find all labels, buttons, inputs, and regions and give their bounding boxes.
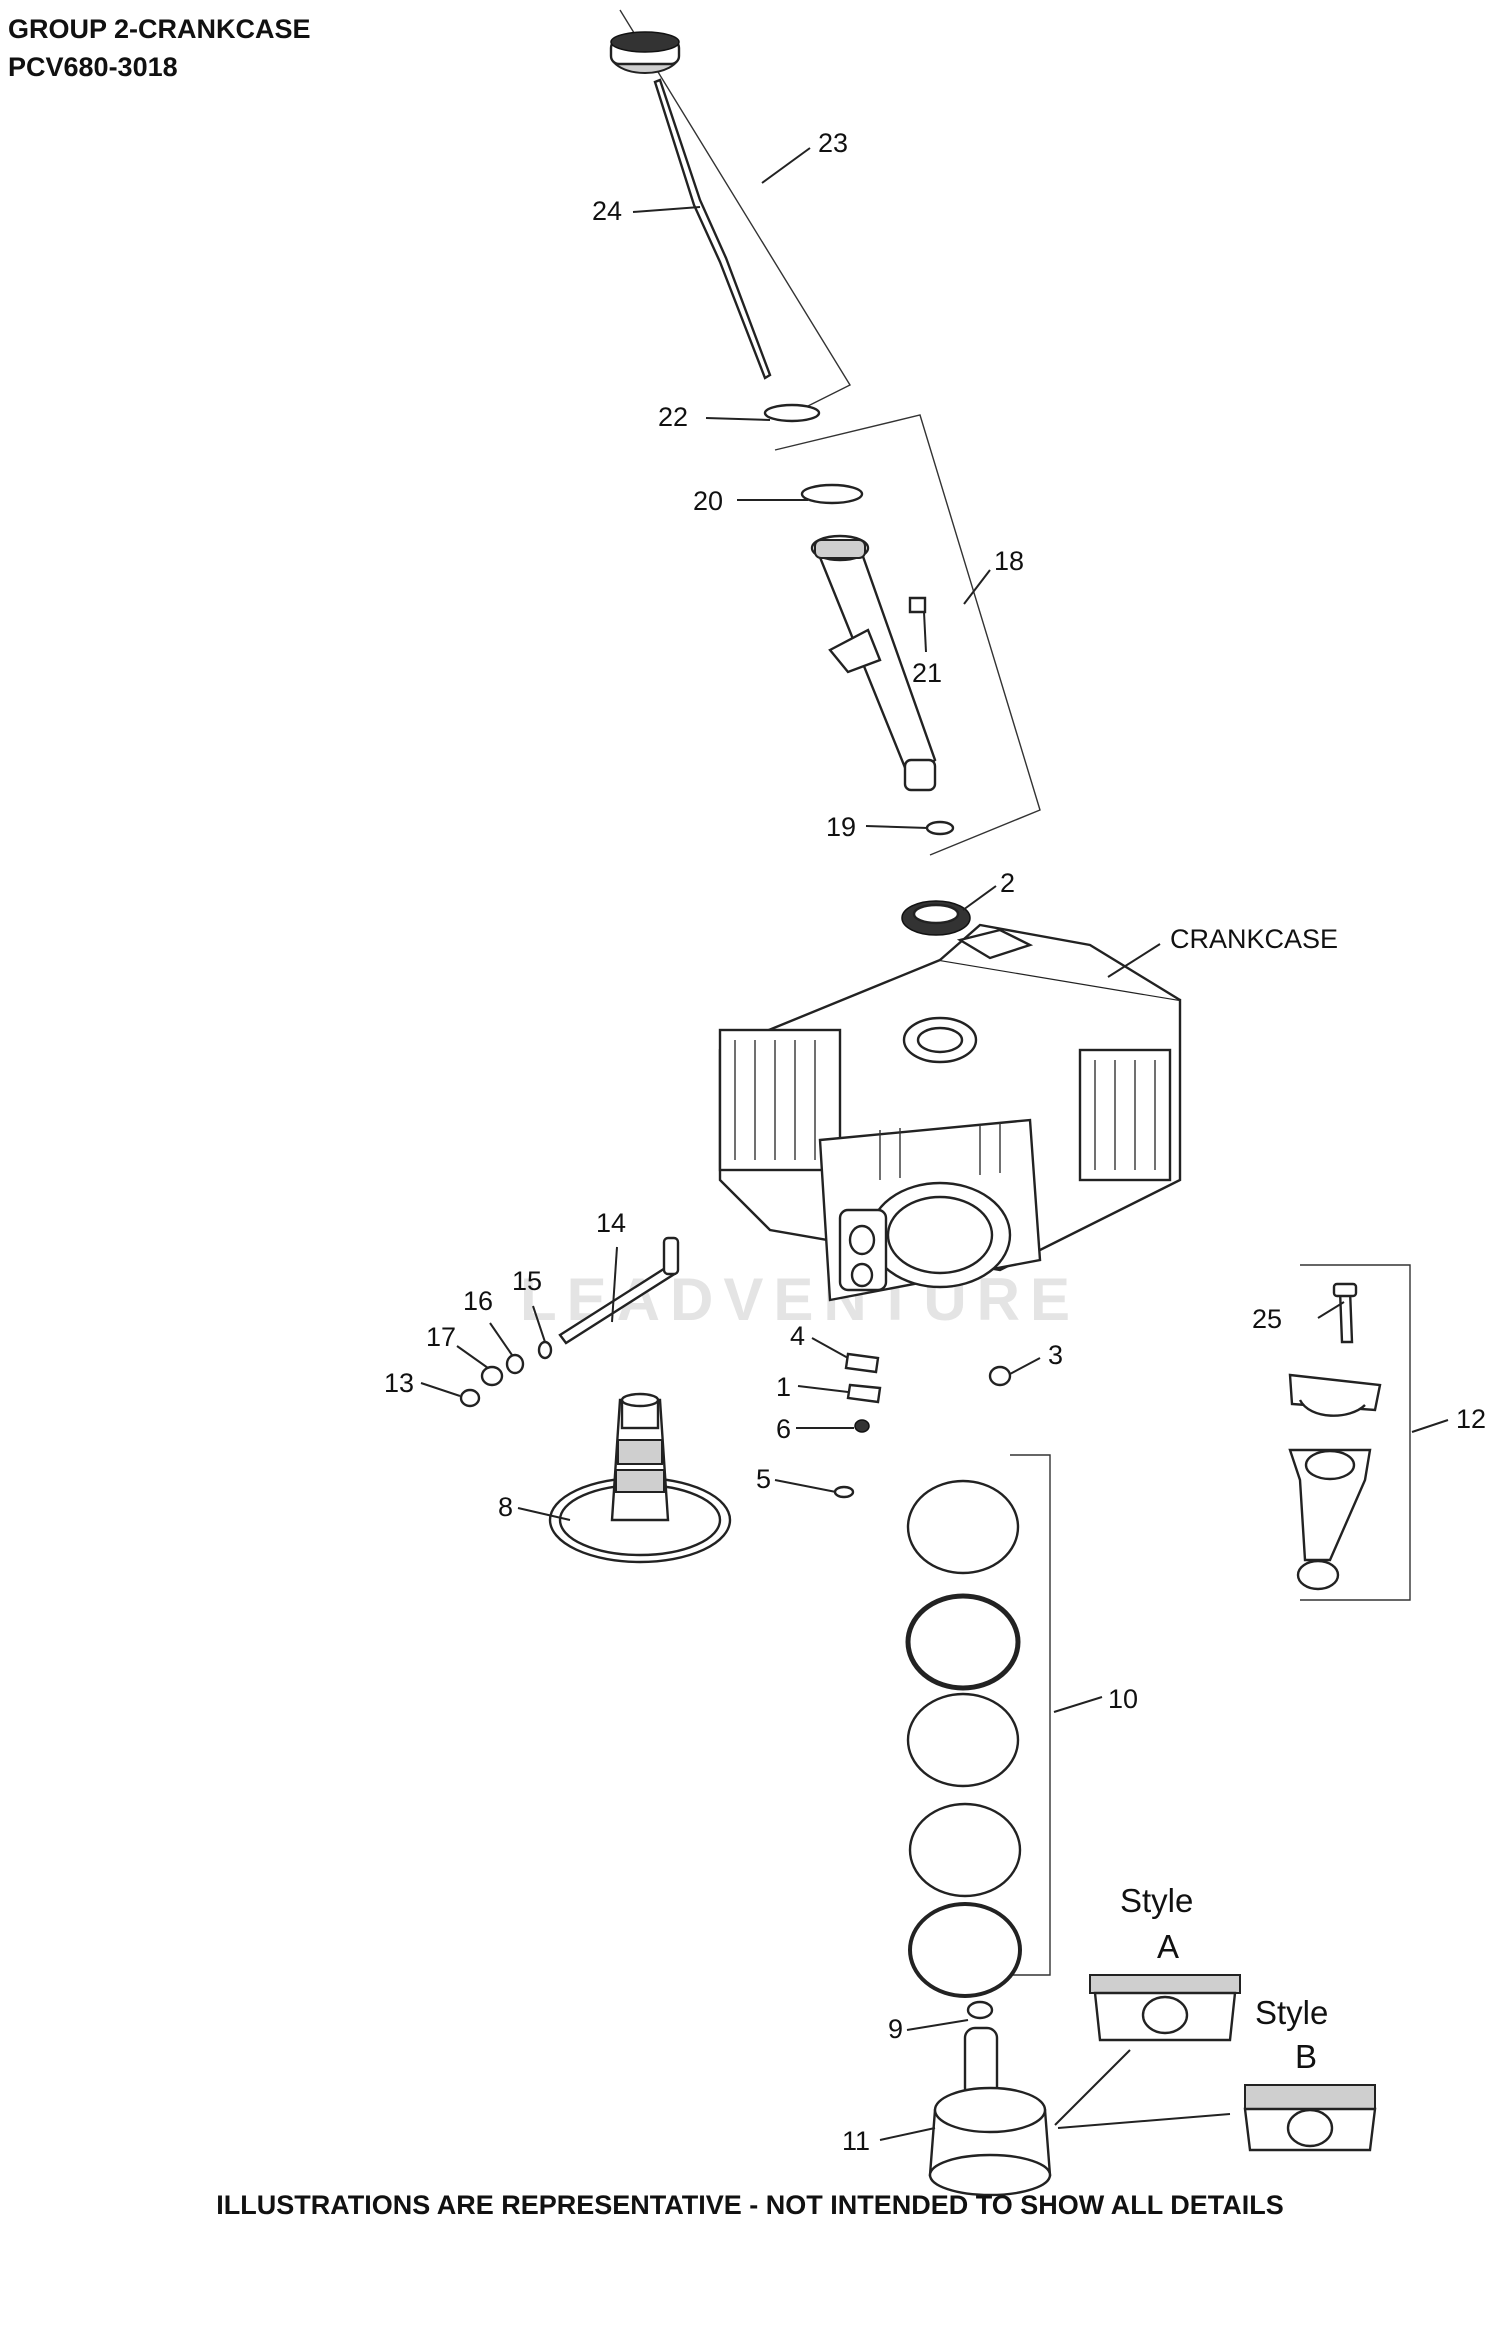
crankcase [718,923,1182,1302]
leader-crankcase [1107,943,1161,978]
governor-washer-17 [480,1365,504,1387]
callout-8: 8 [498,1492,513,1522]
leader-23 [761,147,811,184]
piston-style-b [1243,2084,1377,2152]
oil-seal [901,900,971,936]
dipstick-assembly [609,9,851,416]
callout-16: 16 [463,1286,493,1316]
group-title: GROUP 2-CRANKCASE [8,14,311,44]
dipstick-o-ring [763,403,821,423]
callout-25: 25 [1252,1304,1282,1334]
callout-14: 14 [596,1208,626,1238]
ring-3 [906,1692,1020,1788]
leader-21 [923,611,927,653]
callout-11: 11 [842,2126,870,2156]
callout-9: 9 [888,2014,903,2044]
callout-5: 5 [756,1464,771,1494]
connecting-rod-bolt [1332,1282,1358,1344]
ring-1 [906,1479,1020,1575]
callout-23: 23 [818,128,848,158]
governor-washer-15 [537,1340,553,1360]
ring-5 [908,1902,1022,1998]
leader-3 [1009,1357,1041,1375]
piston-ring-set [905,1454,1051,1998]
leader-4 [811,1337,849,1359]
leader-14 [611,1246,618,1323]
style-a-letter: A [1157,1928,1179,1965]
callout-15: 15 [512,1266,542,1296]
dipstick-tube-assembly [774,414,1041,856]
governor-cross-shaft [558,1236,680,1345]
callout-6: 6 [776,1414,791,1444]
callout-12: 12 [1456,1404,1486,1434]
seal-5 [833,1485,855,1499]
leader-18 [963,569,991,605]
diagram-header: GROUP 2-CRANKCASE PCV680-3018 [8,10,311,86]
callout-21: 21 [912,658,942,688]
callout-24: 24 [592,196,622,226]
callout-18: 18 [994,546,1024,576]
callout-labels: 23 24 22 20 18 21 19 2 CRANKCASE 14 15 1… [384,128,1486,2156]
ring-4 [908,1802,1022,1898]
leader-2 [962,885,997,911]
leader-19 [865,825,929,829]
plug-6 [854,1419,870,1433]
governor-nut-13 [459,1388,481,1408]
callout-13: 13 [384,1368,414,1398]
leader-25 [1317,1301,1345,1319]
callout-19: 19 [826,812,856,842]
disclaimer-note: ILLUSTRATIONS ARE REPRESENTATIVE - NOT I… [216,2190,1284,2220]
piston [928,2086,1052,2197]
leader-22 [705,417,771,421]
leader-8 [517,1507,571,1521]
leader-11 [879,2127,936,2141]
callout-10: 10 [1108,1684,1138,1714]
leader-style-b [1057,2113,1231,2129]
breather-part-1 [846,1383,882,1404]
leader-5 [774,1479,837,1493]
governor-washer-16 [505,1353,525,1375]
callout-22: 22 [658,402,688,432]
leader-1 [797,1385,849,1393]
leader-lines [420,147,1449,2141]
callout-crankcase: CRANKCASE [1170,924,1338,954]
model-number: PCV680-3018 [8,52,178,82]
callout-17: 17 [426,1322,456,1352]
plug-3 [988,1365,1012,1387]
callout-4: 4 [790,1321,805,1351]
callout-2: 2 [1000,868,1015,898]
callout-1: 1 [776,1372,791,1402]
leader-15 [532,1305,546,1343]
camshaft [548,1392,732,1564]
leader-style-a [1054,2049,1131,2126]
leader-13 [420,1382,461,1397]
leader-16 [489,1322,513,1356]
leader-17 [456,1345,489,1369]
style-b-letter: B [1295,2038,1317,2075]
leader-10 [1053,1696,1103,1713]
style-b-word: Style [1255,1994,1328,2031]
ring-2 [905,1593,1021,1691]
piston-style-a [1089,1974,1241,2042]
piston-pin-retainer [966,2000,994,2020]
callout-3: 3 [1048,1340,1063,1370]
style-a-word: Style [1120,1882,1193,1919]
tube-seal [800,483,864,505]
leader-9 [906,2019,969,2031]
callout-20: 20 [693,486,723,516]
leader-12 [1411,1419,1449,1433]
tube-o-ring [925,820,955,836]
breather-part-4 [844,1352,880,1374]
connecting-rod-assembly [1288,1264,1411,1601]
leader-24 [632,206,701,213]
